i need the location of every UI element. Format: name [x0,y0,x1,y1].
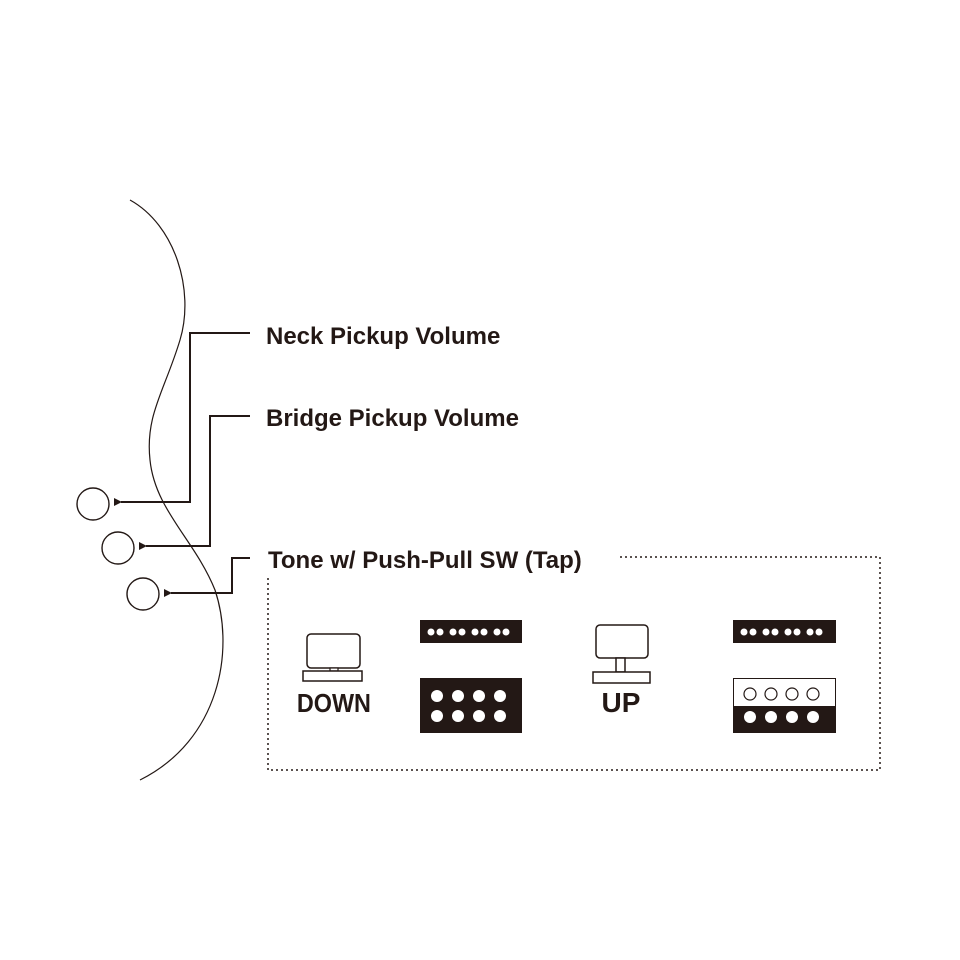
neck-leader-arrow [114,332,250,506]
tone-knob [126,577,160,611]
tone-label: Tone w/ Push-Pull SW (Tap) [268,547,582,574]
switch-down-icon [302,633,363,682]
bridge-leader-arrow [139,415,250,550]
single-coil-pickup-down [420,620,522,643]
down-label: DOWN [297,690,371,718]
guitar-body-outline [129,199,224,781]
humbucker-pickup-full [420,678,522,733]
bridge-volume-knob [101,531,135,565]
up-label: UP [602,687,641,718]
neck-volume-label: Neck Pickup Volume [266,323,500,350]
bridge-volume-label: Bridge Pickup Volume [266,405,519,432]
tone-leader-arrow [164,557,250,597]
humbucker-pickup-tapped [733,678,836,733]
single-coil-pickup-up [733,620,836,643]
switch-up-icon [592,624,651,684]
neck-volume-knob [76,487,110,521]
